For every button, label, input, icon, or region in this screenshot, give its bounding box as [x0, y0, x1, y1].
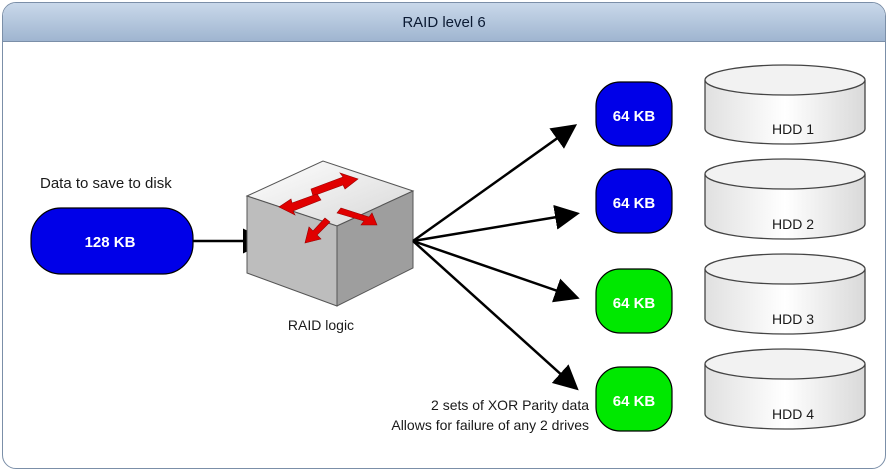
disk-hdd-1-label: HDD 1	[772, 121, 814, 137]
disk-hdd-2-label: HDD 2	[772, 216, 814, 232]
parity-note-line-1: 2 sets of XOR Parity data	[431, 397, 589, 413]
raid-logic-switch-icon	[245, 160, 415, 307]
parity-note-line-2: Allows for failure of any 2 drives	[391, 417, 589, 433]
disk-hdd-1-icon	[704, 64, 866, 145]
parity-block-2-label: 64 KB	[613, 393, 656, 410]
parity-block-2	[595, 366, 673, 432]
raid-logic-label: RAID logic	[288, 317, 354, 333]
arrow-to-block-4	[412, 240, 579, 391]
disk-hdd-3-label: HDD 3	[772, 311, 814, 327]
stripe-block-1-label: 64 KB	[613, 108, 656, 125]
disk-hdd-4-icon	[704, 348, 866, 430]
disk-hdd-3-icon	[704, 253, 866, 335]
input-block-label: 128 KB	[85, 234, 136, 251]
diagram-title: RAID level 6	[402, 13, 486, 31]
disk-hdd-4-label: HDD 4	[772, 406, 814, 422]
arrow-to-block-1	[412, 124, 578, 243]
title-bar: RAID level 6	[3, 3, 885, 42]
stripe-block-2	[595, 168, 673, 234]
input-label: Data to save to disk	[40, 175, 172, 192]
stripe-block-2-label: 64 KB	[613, 195, 656, 212]
arrow-to-block-2	[412, 204, 580, 243]
raid-diagram: Data to save to disk 128 KB RAID logic 6…	[30, 64, 866, 433]
disk-hdd-2-icon	[704, 158, 866, 240]
parity-block-1-label: 64 KB	[613, 295, 656, 312]
stripe-block-1	[595, 81, 673, 147]
arrow-to-block-3	[412, 239, 580, 303]
parity-block-1	[595, 268, 673, 334]
